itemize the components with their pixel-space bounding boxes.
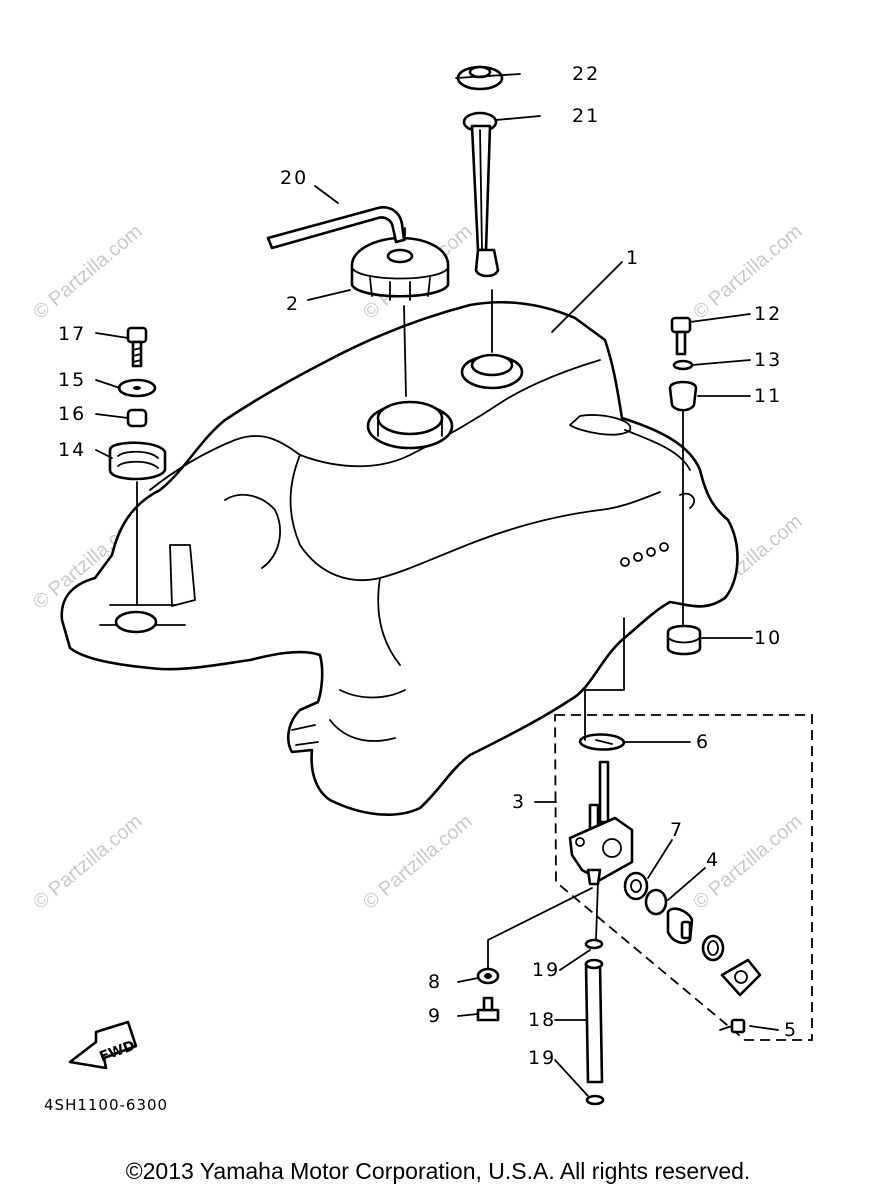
fuel-tank [60, 300, 739, 816]
part-label-4: 4 [706, 849, 720, 871]
part-label-5: 5 [784, 1019, 798, 1041]
copyright-notice: ©2013 Yamaha Motor Corporation, U.S.A. A… [125, 1158, 751, 1184]
fuel-sender [456, 65, 504, 278]
part-label-8: 8 [428, 971, 442, 993]
part-label-14: 14 [58, 439, 86, 461]
part-label-11: 11 [754, 385, 782, 407]
part-label-17: 17 [58, 323, 86, 345]
part-label-18: 18 [528, 1009, 556, 1031]
hose-parts [476, 938, 605, 1106]
watermark: © Partzilla.com [29, 810, 146, 913]
part-label-20: 20 [280, 167, 308, 189]
left-mount-parts [108, 326, 167, 481]
forward-arrow-icon: FWD [68, 1020, 138, 1070]
part-label-12: 12 [754, 303, 782, 325]
drawing-code: 4SH1100-6300 [44, 1096, 168, 1114]
part-label-2: 2 [286, 293, 300, 315]
right-mount-parts [666, 316, 702, 656]
fuel-cock-assembly [554, 714, 813, 1041]
watermark: © Partzilla.com [359, 810, 476, 913]
part-label-21: 21 [572, 105, 600, 127]
leader-lines [95, 73, 779, 1097]
part-label-1: 1 [626, 247, 640, 269]
filler-cap [350, 227, 450, 301]
part-label-22: 22 [572, 63, 600, 85]
part-label-9: 9 [428, 1005, 442, 1027]
part-label-6: 6 [696, 731, 710, 753]
watermark: © Partzilla.com [689, 220, 806, 323]
part-label-16: 16 [58, 403, 86, 425]
part-labels: 22 21 20 1 2 17 15 16 14 12 13 11 10 6 3… [58, 63, 798, 1069]
part-label-15: 15 [58, 369, 86, 391]
part-label-19-lower: 19 [528, 1047, 556, 1069]
part-label-13: 13 [754, 349, 782, 371]
watermark: © Partzilla.com [29, 220, 146, 323]
part-label-7: 7 [670, 819, 684, 841]
part-label-19-upper: 19 [532, 959, 560, 981]
breather-hose [266, 206, 406, 250]
part-label-10: 10 [754, 627, 782, 649]
part-label-3: 3 [512, 791, 526, 813]
